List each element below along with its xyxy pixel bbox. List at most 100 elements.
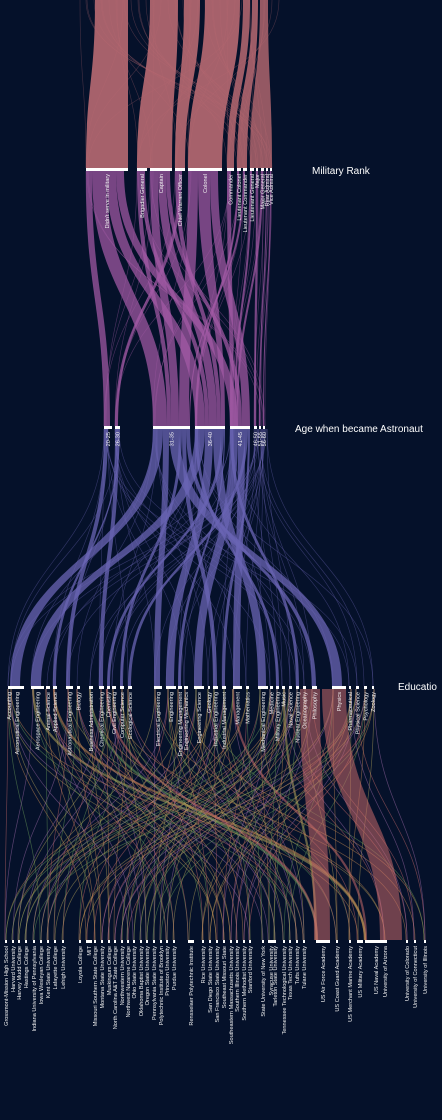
age-education-line: [7, 428, 105, 687]
education-school-line: [106, 688, 110, 941]
education-school-line: [126, 688, 225, 941]
military-age-line: [152, 170, 191, 427]
education-school-line: [101, 688, 278, 941]
education-node-label: Chemistry: [107, 692, 113, 717]
age-education-line: [155, 428, 247, 687]
school-node-label: US Merchant Marine Academy: [348, 946, 354, 1022]
incoming-flow-band: [137, 0, 178, 168]
education-school-line: [4, 688, 9, 941]
school-node-label: US Air Force Academy: [321, 946, 327, 1002]
school-node-label: Stanford University: [248, 946, 254, 993]
military-age-line: [85, 170, 105, 427]
age-education-line: [66, 428, 258, 687]
education-school-line: [235, 688, 298, 941]
school-node-bar: [188, 940, 194, 943]
education-node-bar: [258, 686, 268, 689]
school-node-bar: [274, 940, 276, 943]
education-school-line: [10, 688, 359, 941]
education-node-bar: [208, 686, 210, 689]
school-node-bar: [283, 940, 285, 943]
military-node-label: Rear Admiral: [265, 174, 271, 206]
age-education-line: [106, 428, 185, 687]
education-node-bar: [10, 686, 24, 689]
education-node-label: Electrical Engineering: [156, 692, 162, 746]
education-node-bar: [222, 686, 226, 689]
education-school-line: [53, 688, 167, 941]
school-node-label: Purdue University: [172, 946, 178, 990]
education-node-label: Engineering Science: [197, 692, 203, 743]
education-node-label: Industrial Management: [222, 692, 228, 749]
school-node-bar: [173, 940, 175, 943]
military-age-flow: [141, 171, 209, 426]
school-node-bar: [357, 940, 363, 943]
age-education-line: [260, 428, 313, 687]
incoming-flow-band: [227, 0, 250, 168]
military-age-line: [253, 170, 265, 427]
education-node-bar: [332, 686, 346, 689]
age-education-line: [194, 428, 215, 687]
school-node-label: Pennsylvania State University: [152, 946, 158, 1020]
education-node-label: Physics: [337, 692, 343, 711]
military-age-line: [104, 170, 151, 427]
school-node-bar: [384, 940, 386, 943]
age-education-line: [233, 428, 256, 687]
incoming-flow-line: [86, 0, 162, 169]
education-school-line: [100, 688, 231, 941]
school-node-bar: [424, 940, 426, 943]
incoming-flow-line: [174, 0, 259, 169]
education-node-label: Business Administration: [89, 692, 95, 751]
incoming-flow-line: [100, 0, 244, 169]
incoming-flow-line: [108, 0, 191, 169]
age-education-line: [197, 428, 374, 687]
incoming-flow-line: [167, 0, 267, 169]
age-education-line: [253, 428, 278, 687]
age-education-line: [259, 428, 365, 687]
education-node-label: Zoology: [371, 692, 377, 712]
school-node-bar: [5, 940, 7, 943]
school-node-bar: [262, 940, 264, 943]
military-age-flow: [92, 171, 167, 426]
military-age-flow: [198, 171, 225, 426]
education-school-line: [222, 688, 271, 941]
education-node-bar: [66, 686, 73, 689]
military-age-flow: [175, 171, 221, 426]
military-age-line: [153, 170, 240, 427]
military-node-bar: [237, 168, 241, 171]
military-age-line: [116, 170, 179, 427]
education-school-line: [230, 688, 278, 941]
school-node-label: MIT: [87, 945, 93, 955]
military-age-line: [230, 170, 262, 427]
military-age-line: [260, 170, 264, 427]
age-education-line: [156, 428, 209, 687]
education-node-label: Applied Science: [53, 692, 59, 732]
school-node-bar: [166, 940, 168, 943]
education-school-line: [7, 688, 87, 941]
incoming-flow-line: [86, 0, 269, 169]
military-node-label: Brigadier General: [140, 174, 146, 218]
school-node-label: Oklahoma Baptist University: [139, 946, 145, 1016]
education-school-line: [105, 688, 319, 941]
education-node-bar: [53, 686, 57, 689]
education-node-label: Computer Science: [120, 692, 126, 738]
education-stage-label: Educatio: [398, 682, 437, 693]
school-node-label: University of Illinois: [423, 946, 429, 994]
age-education-flow: [99, 429, 119, 686]
military-age-flow: [86, 171, 110, 426]
military-node-bar: [175, 168, 185, 171]
school-node-bar: [40, 940, 42, 943]
education-school-line: [45, 688, 225, 941]
age-education-line: [213, 428, 265, 687]
school-node-label: Missouri Southern State College: [93, 946, 99, 1026]
education-node-bar: [107, 686, 110, 689]
education-school-line: [195, 688, 251, 941]
military-age-line: [103, 170, 176, 427]
school-node-bar: [336, 940, 338, 943]
education-school-line: [167, 688, 284, 941]
incoming-flow-line: [87, 0, 243, 169]
school-node-label: Tufts University: [295, 946, 301, 985]
education-school-line: [52, 688, 367, 941]
military-node-label: Colonel: [203, 174, 209, 193]
age-education-line: [89, 428, 266, 687]
incoming-flow-band: [250, 0, 272, 168]
school-node-label: Southeast Missouri State: [222, 946, 228, 1008]
